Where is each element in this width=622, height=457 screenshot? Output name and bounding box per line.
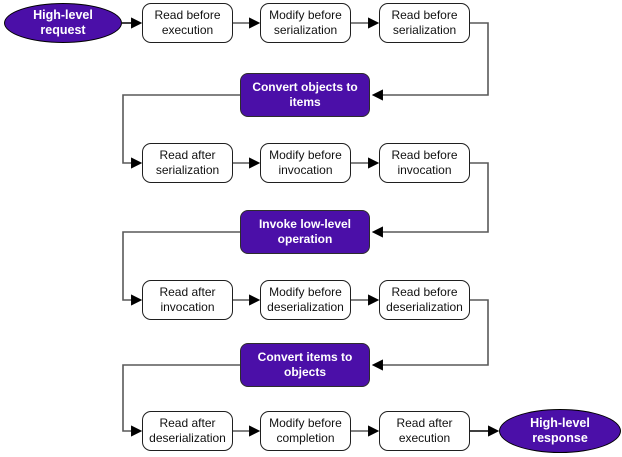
node-read-after-execution: Read after execution (379, 411, 470, 451)
node-label: Convert items to objects (257, 350, 353, 379)
node-read-after-deserialization: Read after deserialization (142, 411, 233, 451)
node-label: High-level response (530, 416, 590, 445)
connector-read-before-deserialization-to-convert-items-to-objects (371, 299, 489, 371)
node-convert-items-to-objects: Convert items to objects (240, 343, 370, 387)
node-label: Read before execution (154, 8, 221, 37)
connector-convert-objects-to-items-to-read-after-serialization (122, 94, 240, 169)
connector-read-before-invocation-to-invoke-low-level-operation (371, 162, 489, 238)
node-label: Modify before invocation (269, 148, 342, 177)
node-convert-objects-to-items: Convert objects to items (240, 73, 370, 117)
node-read-before-serialization: Read before serialization (379, 3, 470, 43)
node-modify-before-serialization: Modify before serialization (260, 3, 351, 43)
node-label: Read after serialization (155, 148, 220, 177)
node-label: Convert objects to items (252, 80, 358, 109)
node-label: Read after execution (396, 416, 453, 445)
node-label: Modify before serialization (269, 8, 342, 37)
node-label: High-level request (33, 8, 93, 37)
connector-invoke-low-level-operation-to-read-after-invocation (122, 231, 240, 306)
node-modify-before-invocation: Modify before invocation (260, 143, 351, 183)
node-read-before-invocation: Read before invocation (379, 143, 470, 183)
node-label: Invoke low-level operation (258, 217, 352, 246)
node-label: Read after invocation (159, 285, 216, 314)
node-label: Read before invocation (391, 148, 458, 177)
node-read-after-invocation: Read after invocation (142, 280, 233, 320)
node-label: Read before serialization (391, 8, 458, 37)
node-high-level-response: High-level response (499, 409, 621, 453)
connector-read-before-serialization-to-convert-objects-to-items (371, 22, 489, 101)
node-label: Modify before deserialization (267, 285, 344, 314)
node-read-before-execution: Read before execution (142, 3, 233, 43)
node-invoke-low-level-operation: Invoke low-level operation (240, 210, 370, 254)
node-label: Read before deserialization (386, 285, 463, 314)
node-label: Modify before completion (269, 416, 342, 445)
node-high-level-request: High-level request (4, 3, 122, 43)
node-read-after-serialization: Read after serialization (142, 143, 233, 183)
node-modify-before-deserialization: Modify before deserialization (260, 280, 351, 320)
connector-convert-items-to-objects-to-read-after-deserialization (122, 364, 240, 437)
node-read-before-deserialization: Read before deserialization (379, 280, 470, 320)
node-label: Read after deserialization (149, 416, 226, 445)
node-modify-before-completion: Modify before completion (260, 411, 351, 451)
